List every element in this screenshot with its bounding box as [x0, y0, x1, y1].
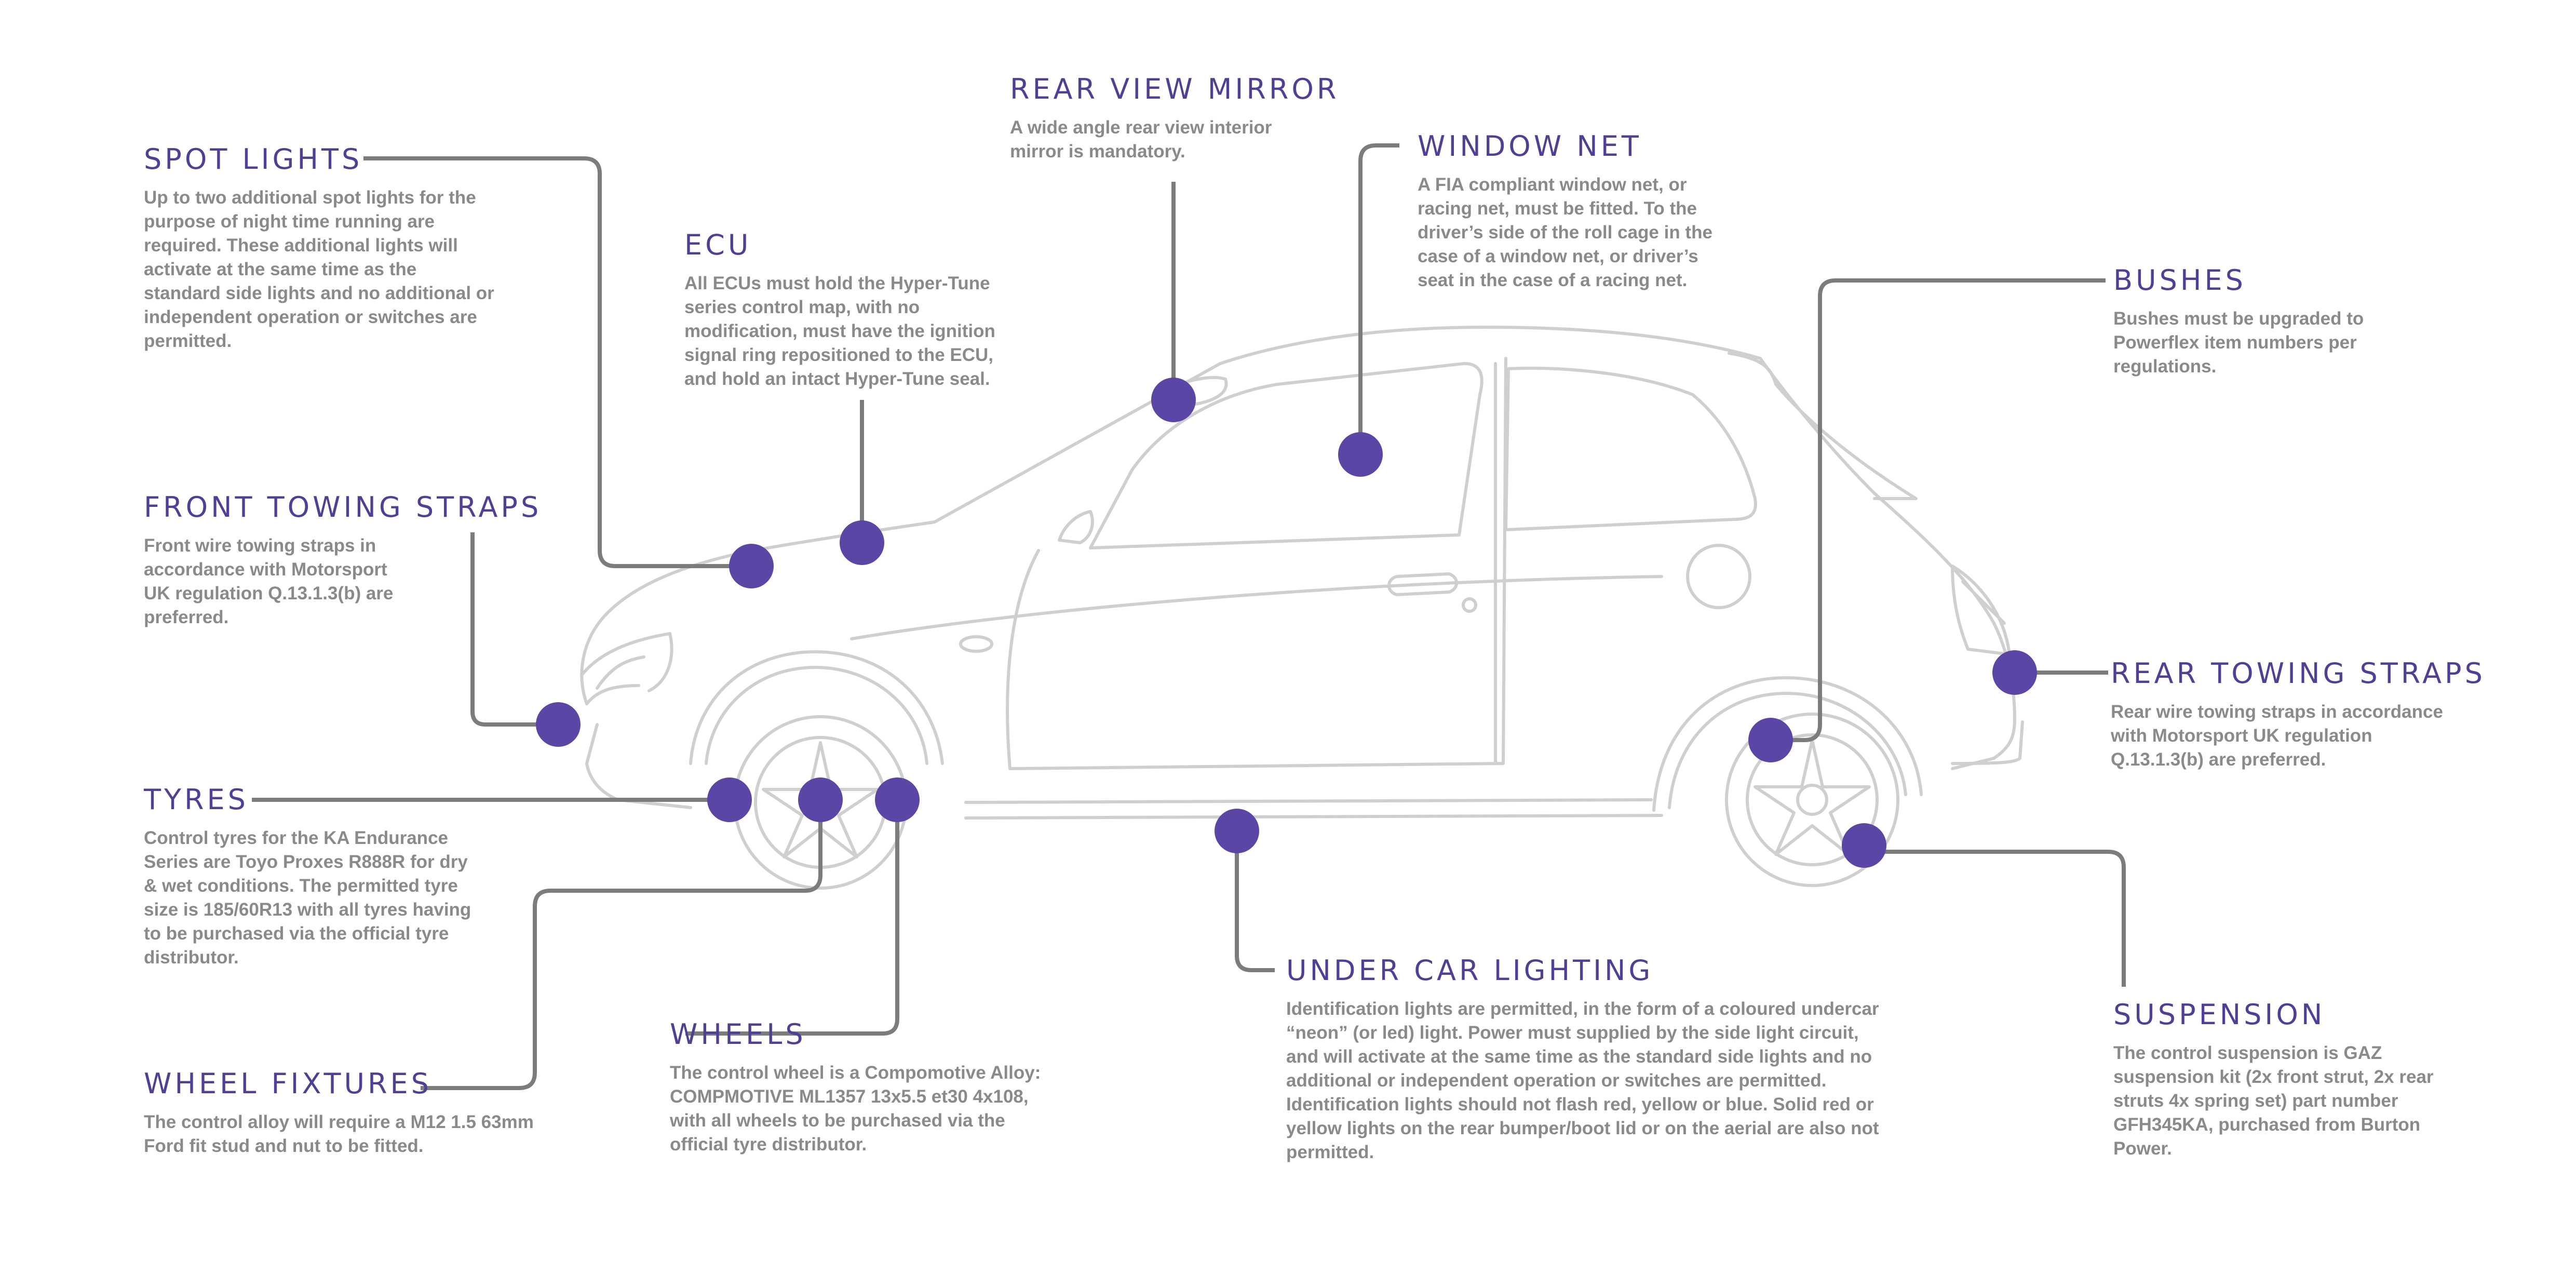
rear-towing-straps-title: REAR TOWING STRAPS	[2111, 657, 2486, 690]
rear-view-mirror-title: REAR VIEW MIRROR	[1010, 73, 1340, 105]
window-net-text: A FIA compliant window net, or racing ne…	[1418, 175, 1712, 290]
callout-spot-lights: SPOT LIGHTS Up to two additional spot li…	[144, 143, 497, 353]
front-towing-straps-title: FRONT TOWING STRAPS	[144, 491, 542, 524]
callout-rear-view-mirror: REAR VIEW MIRROR A wide angle rear view …	[1010, 73, 1340, 164]
under-car-lighting-text: Identification lights are permitted, in …	[1286, 999, 1879, 1162]
rear-view-mirror-text: A wide angle rear view interior mirror i…	[1010, 117, 1272, 162]
callout-wheel-fixtures: WHEEL FIXTURES The control alloy will re…	[144, 1067, 538, 1158]
marker-wheels	[875, 777, 920, 822]
wheel-fixtures-title: WHEEL FIXTURES	[144, 1067, 432, 1100]
callout-window-net: WINDOW NET A FIA compliant window net, o…	[1418, 130, 1739, 292]
leader-lines	[252, 143, 2126, 1090]
callout-rear-towing-straps: REAR TOWING STRAPS Rear wire towing stra…	[2111, 657, 2486, 772]
ecu-text: All ECUs must hold the Hyper-Tune series…	[684, 273, 995, 389]
callout-under-car-lighting: UNDER CAR LIGHTING Identification lights…	[1286, 954, 1894, 1164]
marker-rear-view-mirror	[1151, 378, 1196, 422]
wheels-title: WHEELS	[670, 1018, 806, 1051]
leader-line-wheel-fixtures	[421, 800, 822, 1090]
callout-ecu: ECU All ECUs must hold the Hyper-Tune se…	[684, 229, 1027, 391]
suspension-title: SUSPENSION	[2113, 998, 2326, 1031]
callout-tyres: TYRES Control tyres for the KA Endurance…	[144, 783, 476, 970]
spot-lights-text: Up to two additional spot lights for the…	[144, 187, 494, 351]
front-towing-straps-text: Front wire towing straps in accordance w…	[144, 535, 394, 627]
marker-front-towing	[536, 702, 581, 747]
under-car-lighting-title: UNDER CAR LIGHTING	[1286, 954, 1654, 987]
callout-front-towing-straps: FRONT TOWING STRAPS Front wire towing st…	[144, 491, 542, 629]
leader-line-wheels	[685, 800, 899, 1036]
marker-window-net	[1338, 432, 1383, 477]
tyres-title: TYRES	[144, 783, 249, 816]
markers	[536, 378, 2037, 868]
bushes-title: BUSHES	[2113, 264, 2246, 297]
callout-wheels: WHEELS The control wheel is a Compomotiv…	[670, 1018, 1044, 1157]
marker-wheel-fixtures	[798, 777, 843, 822]
marker-under-car	[1215, 809, 1259, 853]
ecu-title: ECU	[684, 229, 752, 261]
suspension-text: The control suspension is GAZ suspension…	[2113, 1043, 2434, 1159]
leader-line-window-net	[1358, 143, 1399, 454]
leader-line-under-car	[1235, 831, 1275, 972]
leader-line-front-towing	[470, 532, 558, 727]
marker-spot-lights	[729, 544, 774, 588]
callout-bushes: BUSHES Bushes must be upgraded to Powerf…	[2113, 264, 2404, 379]
marker-rear-towing	[1992, 650, 2037, 695]
bushes-text: Bushes must be upgraded to Powerflex ite…	[2113, 308, 2364, 377]
wheel-fixtures-text: The control alloy will require a M12 1.5…	[144, 1112, 534, 1156]
callout-suspension: SUSPENSION The control suspension is GAZ…	[2113, 998, 2435, 1161]
spot-lights-title: SPOT LIGHTS	[144, 143, 363, 176]
window-net-title: WINDOW NET	[1418, 130, 1642, 163]
rear-towing-straps-text: Rear wire towing straps in accordance wi…	[2111, 702, 2443, 770]
leader-line-bushes	[1771, 278, 2106, 742]
marker-tyres	[707, 777, 752, 822]
car-outline	[580, 326, 2024, 890]
marker-suspension	[1842, 823, 1886, 868]
leader-line-spot-lights	[363, 156, 751, 568]
tyres-text: Control tyres for the KA Endurance Serie…	[144, 828, 471, 968]
leader-line-suspension	[1864, 850, 2126, 987]
marker-bushes	[1748, 718, 1793, 762]
marker-ecu	[840, 520, 884, 565]
wheels-text: The control wheel is a Compomotive Alloy…	[670, 1063, 1041, 1155]
